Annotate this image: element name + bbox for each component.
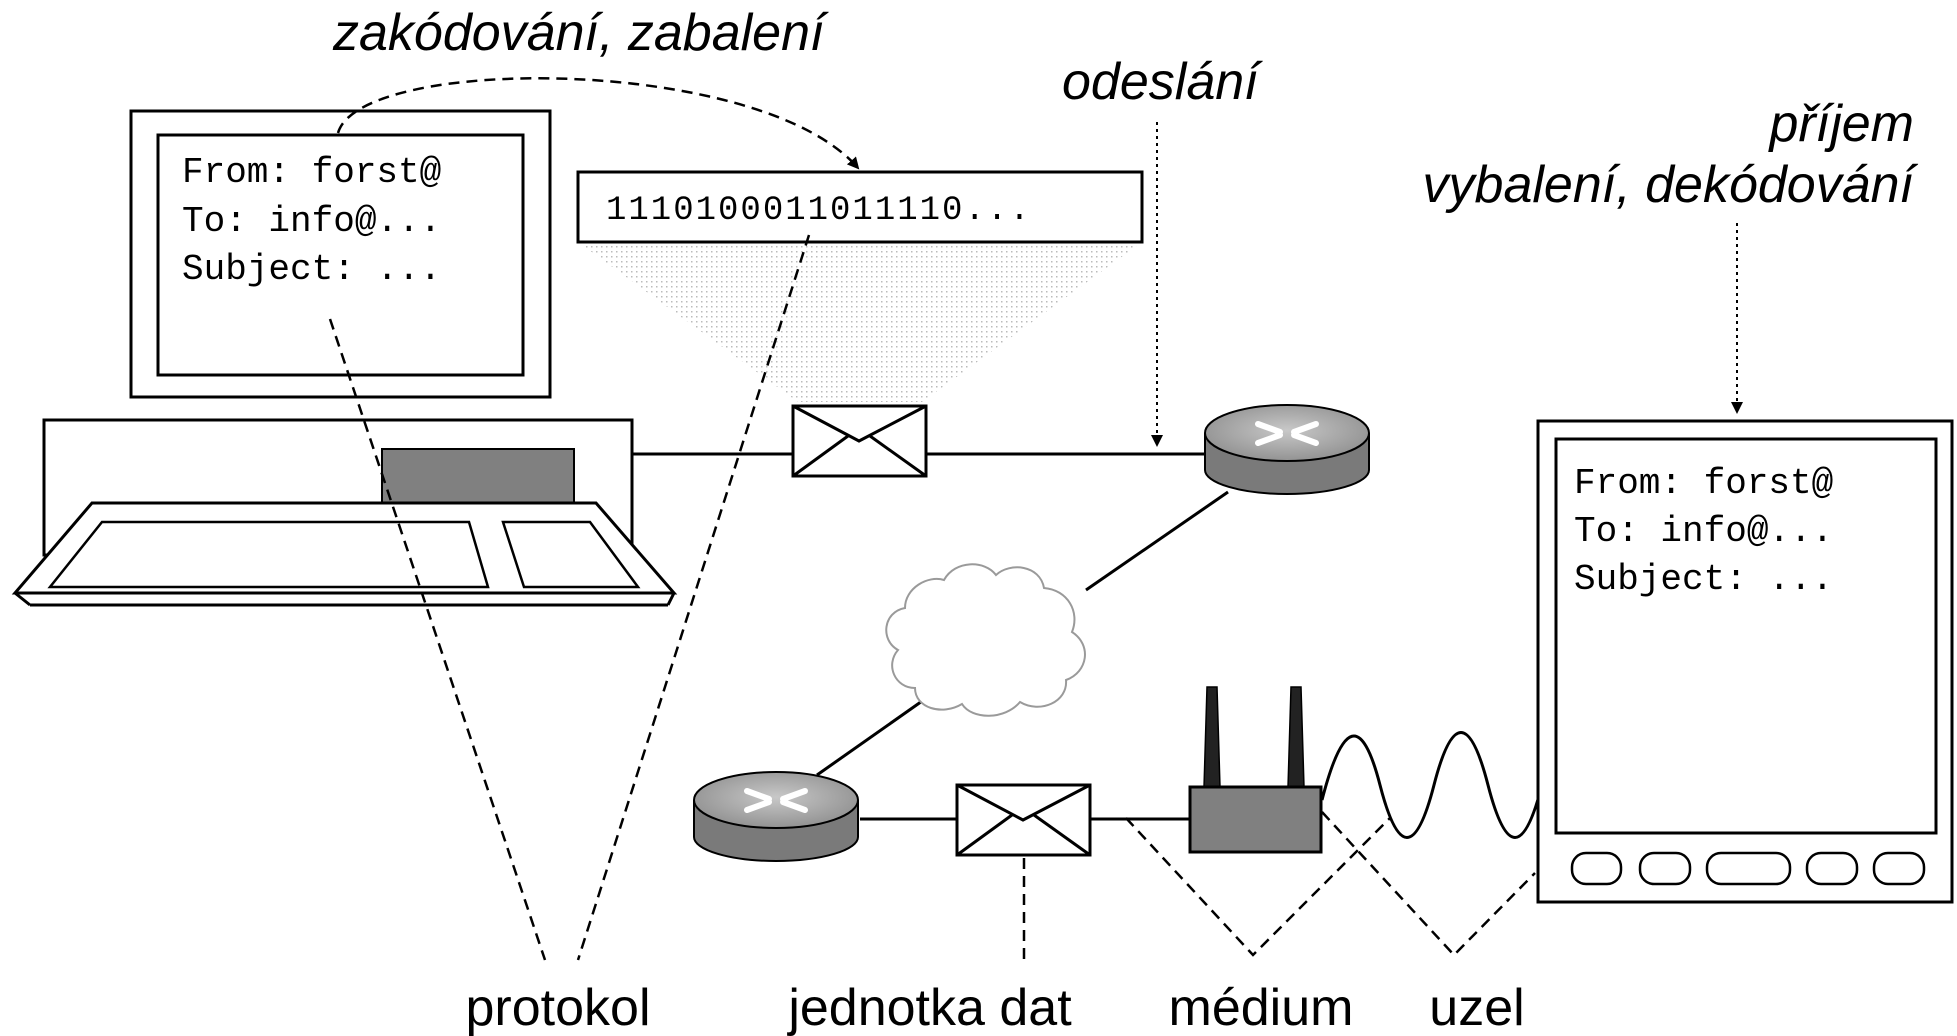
sender-subject-line: Subject: ... xyxy=(182,249,441,290)
envelope-icon xyxy=(791,404,928,478)
receiver-from-line: From: forst@ xyxy=(1574,463,1833,504)
data-unit-label: jednotka dat xyxy=(786,979,1072,1036)
bitstream-projection xyxy=(578,242,1142,402)
router-icon xyxy=(1204,404,1370,495)
wireless-access-point-icon xyxy=(1188,686,1323,854)
send-label: odeslání xyxy=(1062,53,1263,111)
node-label: uzel xyxy=(1429,979,1524,1036)
network-cloud-icon xyxy=(885,563,1086,717)
bitstream-box xyxy=(576,170,1144,244)
router-icon xyxy=(693,771,859,862)
receiver-to-line: To: info@... xyxy=(1574,511,1833,552)
sender-from-line: From: forst@ xyxy=(182,152,441,193)
envelope-icon xyxy=(955,783,1092,857)
callout-lines xyxy=(328,234,1536,961)
medium-label: médium xyxy=(1169,979,1354,1036)
bitstream-text: 1110100011011110... xyxy=(606,192,1032,230)
receiver-pda-icon xyxy=(1536,419,1954,904)
receive-label-line2: vybalení, dekódování xyxy=(1423,156,1919,214)
encode-label: zakódování, zabalení xyxy=(332,4,829,62)
receiver-subject-line: Subject: ... xyxy=(1574,559,1833,600)
receive-label-line1: příjem xyxy=(1768,95,1914,153)
sender-computer-icon xyxy=(11,109,678,607)
sender-to-line: To: info@... xyxy=(182,201,441,242)
radio-wave-medium xyxy=(1320,731,1574,839)
protocol-label: protokol xyxy=(466,979,651,1036)
encode-arrow xyxy=(336,77,860,170)
